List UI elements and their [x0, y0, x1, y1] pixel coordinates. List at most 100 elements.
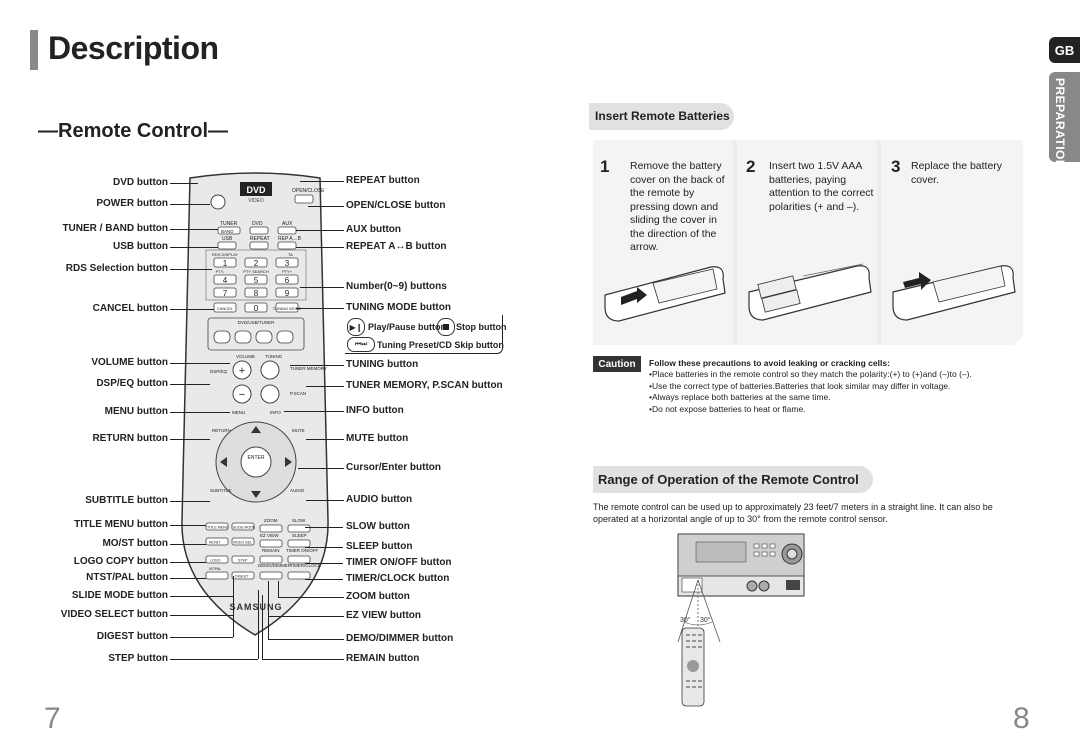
svg-text:RDS DISPLAY: RDS DISPLAY [212, 252, 238, 257]
label-ez-view: EZ VIEW button [346, 610, 421, 621]
transport-legend-bracket [345, 315, 503, 354]
svg-text:MUTE: MUTE [292, 428, 305, 433]
svg-text:STEP: STEP [238, 559, 248, 563]
svg-text:−: − [239, 389, 245, 401]
svg-text:VIDEO SEL: VIDEO SEL [233, 541, 252, 545]
step-2-text: Insert two 1.5V AAA batteries, paying at… [769, 160, 874, 213]
label-dsp-eq: DSP/EQ button [96, 378, 168, 389]
svg-text:CANCEL: CANCEL [217, 306, 234, 311]
dvd-logo-icon [240, 182, 272, 196]
range-text: The remote control can be used up to app… [593, 502, 993, 524]
arrow-left-icon [621, 287, 647, 305]
label-zoom: ZOOM button [346, 591, 410, 602]
label-cancel: CANCEL button [92, 303, 168, 314]
label-timer-clock: TIMER/CLOCK button [346, 573, 450, 584]
label-menu: MENU button [104, 406, 168, 417]
label-numbers: Number(0~9) buttons [346, 281, 447, 292]
label-sleep: SLEEP button [346, 541, 413, 552]
svg-text:TUNER MEMORY: TUNER MEMORY [290, 366, 327, 371]
svg-text:SUBTITLE: SUBTITLE [210, 488, 232, 493]
range-heading-pill: Range of Operation of the Remote Control [593, 466, 873, 493]
lower-button-grid [205, 522, 311, 580]
svg-text:TA: TA [288, 252, 293, 257]
power-icon [210, 194, 226, 210]
svg-text:TIMER/CLOCK: TIMER/CLOCK [290, 563, 321, 568]
svg-text:RETURN: RETURN [212, 428, 231, 433]
play-pause-icon: ▶❙ [347, 318, 365, 336]
remote-control-illustration: DVD VIDEO OPEN/CLOSE TUNER DVD AUX BAND … [181, 172, 329, 636]
label-tuner-memory: TUNER MEMORY, P.SCAN button [346, 380, 503, 391]
svg-text:30°: 30° [700, 616, 711, 624]
section-tab-label: PREPARATION [1053, 78, 1067, 170]
label-info: INFO button [346, 405, 404, 416]
label-tuning-mode: TUNING MODE button [346, 302, 451, 313]
svg-text:REMAIN: REMAIN [262, 548, 280, 553]
svg-text:VIDEO: VIDEO [248, 198, 264, 204]
label-slide-mode: SLIDE MODE button [71, 590, 168, 601]
label-demo-dimmer: DEMO/DIMMER button [346, 633, 454, 644]
step-1-text: Remove the battery cover on the back of … [630, 160, 725, 253]
volume-up-icon [232, 360, 252, 380]
transport-buttons [213, 330, 294, 344]
svg-text:SLOW: SLOW [292, 518, 306, 523]
insert-batteries-illustration [748, 263, 872, 321]
label-logo-copy: LOGO COPY button [73, 556, 168, 567]
section-tab: PREPARATION [1049, 72, 1080, 169]
label-repeat-ab: REPEAT A↔B button [346, 241, 447, 252]
remove-cover-illustration [604, 266, 726, 322]
tuning-skip-label: Tuning Preset/CD Skip button [377, 340, 504, 350]
step-1-number: 1 [600, 157, 610, 176]
svg-text:1: 1 [223, 259, 228, 268]
svg-text:REPEAT: REPEAT [250, 236, 270, 242]
page-number-right: 8 [1013, 702, 1030, 735]
svg-text:ZOOM: ZOOM [264, 518, 278, 523]
svg-text:DVD: DVD [252, 221, 263, 227]
tuning-down-icon [260, 384, 280, 404]
caution-list: Place batteries in the remote control so… [649, 369, 972, 415]
label-ntst-pal: NTST/PAL button [86, 572, 168, 583]
label-cursor-enter: Cursor/Enter button [346, 462, 441, 473]
svg-text:BAND: BAND [221, 229, 234, 234]
svg-text:30°: 30° [680, 616, 691, 624]
label-tuner-band: TUNER / BAND button [62, 223, 168, 234]
tuning-up-icon [260, 360, 280, 380]
label-open-close: OPEN/CLOSE button [346, 200, 446, 211]
svg-text:DIGEST: DIGEST [235, 575, 249, 579]
language-badge: GB [1049, 37, 1080, 63]
label-volume: VOLUME button [91, 357, 168, 368]
svg-text:PTY-: PTY- [216, 269, 225, 274]
svg-text:DSP/EQ: DSP/EQ [210, 369, 228, 374]
caution-item: Always replace both batteries at the sam… [649, 392, 972, 404]
label-video-select: VIDEO SELECT button [60, 609, 168, 620]
range-illustration: 30° 30° [677, 533, 805, 707]
svg-text:2: 2 [254, 259, 259, 268]
label-power: POWER button [96, 198, 168, 209]
label-digest: DIGEST button [96, 631, 168, 642]
label-mute: MUTE button [346, 433, 409, 444]
svg-text:ENTER: ENTER [248, 455, 265, 461]
arrow-right-icon [903, 272, 931, 290]
caution-heading: Follow these precautions to avoid leakin… [649, 358, 890, 368]
caution-badge: Caution [593, 356, 641, 372]
caution-item: Use the correct type of batteries.Batter… [649, 381, 972, 393]
svg-text:MENU: MENU [232, 410, 245, 415]
label-remain: REMAIN button [346, 653, 420, 664]
svg-text:7: 7 [223, 289, 228, 298]
label-step: STEP button [108, 653, 168, 664]
svg-text:LOGO: LOGO [210, 559, 221, 563]
svg-text:OPEN/CLOSE: OPEN/CLOSE [292, 188, 325, 194]
svg-text:REP A↔B: REP A↔B [278, 236, 302, 242]
label-return: RETURN button [92, 433, 168, 444]
label-repeat: REPEAT button [346, 175, 420, 186]
svg-text:DEMO/DIMMER: DEMO/DIMMER [258, 563, 292, 568]
page-number-left: 7 [44, 702, 61, 735]
svg-text:0: 0 [254, 304, 259, 313]
caution-item: Do not expose batteries to heat or flame… [649, 404, 972, 416]
svg-text:USB: USB [222, 236, 233, 242]
step-3-number: 3 [891, 157, 901, 176]
svg-text:INFO: INFO [270, 410, 281, 415]
batteries-panel: 1 Remove the battery cover on the back o… [593, 140, 1023, 345]
svg-text:TUNING MODE: TUNING MODE [273, 306, 302, 311]
svg-text:4: 4 [223, 276, 228, 285]
